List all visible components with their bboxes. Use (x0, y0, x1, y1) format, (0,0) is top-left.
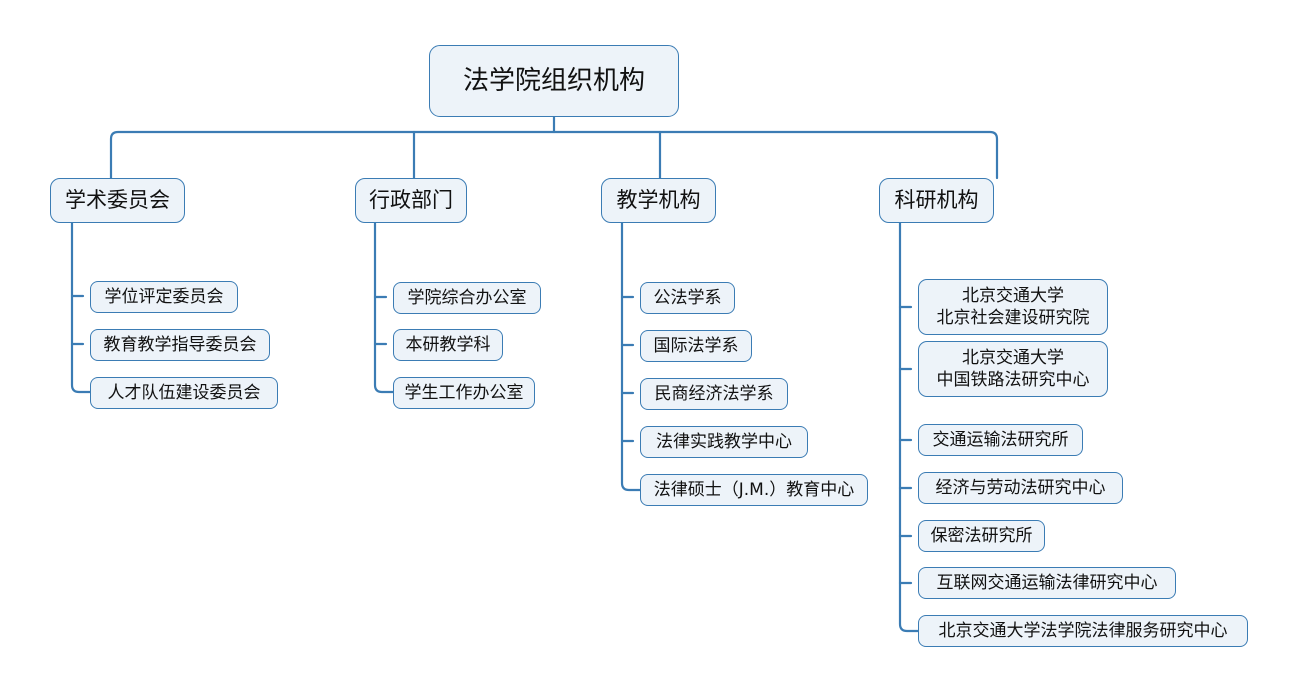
leaf-internet-transport-law-center[interactable]: 互联网交通运输法律研究中心 (918, 567, 1176, 599)
branch-node-teaching[interactable]: 教学机构 (601, 178, 716, 223)
leaf-degree-evaluation-committee[interactable]: 学位评定委员会 (90, 281, 238, 313)
leaf-china-railway-law-research-center[interactable]: 北京交通大学 中国铁路法研究中心 (918, 341, 1108, 397)
leaf-transport-law-institute[interactable]: 交通运输法研究所 (918, 424, 1083, 456)
leaf-public-law-department[interactable]: 公法学系 (640, 282, 735, 314)
branch-node-administrative[interactable]: 行政部门 (355, 178, 467, 223)
leaf-student-affairs-office[interactable]: 学生工作办公室 (393, 377, 535, 409)
leaf-economic-labor-law-center[interactable]: 经济与劳动法研究中心 (918, 472, 1123, 504)
leaf-talent-team-committee[interactable]: 人才队伍建设委员会 (90, 377, 278, 409)
branch-node-academic-committee[interactable]: 学术委员会 (50, 178, 185, 223)
leaf-civil-commercial-economic-law-department[interactable]: 民商经济法学系 (640, 378, 788, 410)
leaf-jm-education-center[interactable]: 法律硕士（J.M.）教育中心 (640, 474, 868, 506)
leaf-beijing-social-construction-institute[interactable]: 北京交通大学 北京社会建设研究院 (918, 279, 1108, 335)
root-node[interactable]: 法学院组织机构 (429, 45, 679, 117)
leaf-legal-service-research-center[interactable]: 北京交通大学法学院法律服务研究中心 (918, 615, 1248, 647)
branch-node-research[interactable]: 科研机构 (879, 178, 994, 223)
trunk-admin (373, 220, 395, 394)
leaf-teaching-section[interactable]: 本研教学科 (393, 329, 503, 361)
trunk-academic (70, 220, 92, 394)
leaf-confidentiality-law-institute[interactable]: 保密法研究所 (918, 520, 1045, 552)
leaf-college-general-office[interactable]: 学院综合办公室 (393, 282, 541, 314)
leaf-legal-practice-teaching-center[interactable]: 法律实践教学中心 (640, 426, 808, 458)
trunk-research (898, 220, 920, 633)
trunk-teaching (620, 220, 642, 492)
leaf-education-guidance-committee[interactable]: 教育教学指导委员会 (90, 329, 270, 361)
level2-bus (109, 130, 999, 180)
leaf-international-law-department[interactable]: 国际法学系 (640, 330, 752, 362)
